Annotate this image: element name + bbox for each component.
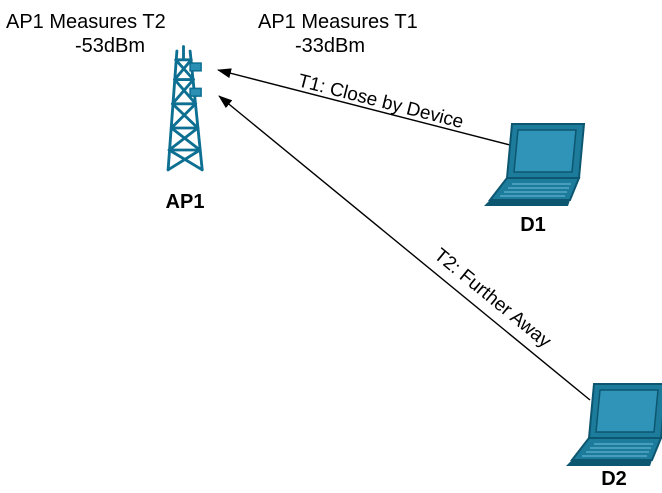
link-t2-line	[218, 95, 591, 401]
laptop-icon	[484, 123, 586, 206]
d2-label: D2	[601, 468, 627, 490]
d1-label: D1	[520, 214, 546, 236]
ap1-label: AP1	[166, 191, 205, 213]
t1-measurement-value: -33dBm	[295, 35, 365, 57]
link-t1-label: T1: Close by Device	[296, 71, 466, 134]
radio-tower-icon	[166, 45, 204, 172]
t1-measurement-title: AP1 Measures T1	[258, 11, 418, 33]
link-t1-line	[217, 68, 511, 146]
laptop-icon	[566, 383, 662, 466]
t2-measurement-title: AP1 Measures T2	[6, 11, 166, 33]
link-t2-label: T2: Further Away	[430, 245, 555, 353]
t2-measurement-value: -53dBm	[75, 35, 145, 57]
